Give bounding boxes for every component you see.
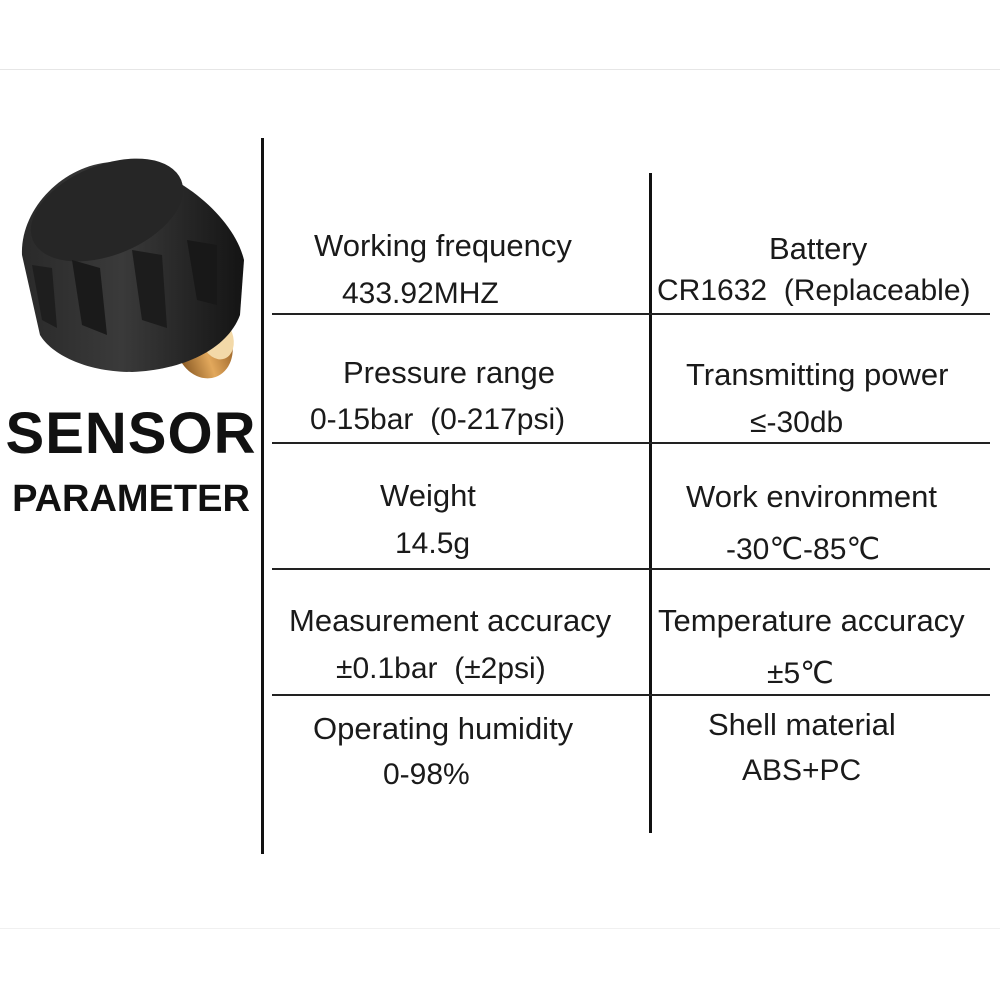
bottom-divider — [0, 928, 1000, 929]
table-left-border — [261, 138, 264, 854]
param-value-shell-material: ABS+PC — [742, 754, 862, 787]
param-label-work-environment: Work environment — [686, 479, 937, 514]
param-label-temperature-accuracy: Temperature accuracy — [658, 603, 965, 638]
title-parameter: PARAMETER — [12, 478, 250, 520]
param-label-weight: Weight — [380, 478, 476, 513]
param-value-measurement-accuracy: ±0.1bar (±2psi) — [336, 652, 546, 685]
table-column-divider — [649, 173, 652, 833]
row-divider — [272, 568, 990, 570]
param-label-working-frequency: Working frequency — [314, 228, 572, 263]
top-divider — [0, 69, 1000, 70]
param-value-weight: 14.5g — [395, 527, 471, 560]
param-value-working-frequency: 433.92MHZ — [342, 277, 499, 310]
tpms-sensor-image — [21, 158, 244, 379]
param-label-operating-humidity: Operating humidity — [313, 711, 574, 746]
row-divider — [272, 442, 990, 444]
param-value-pressure-range: 0-15bar (0-217psi) — [310, 403, 566, 436]
param-value-battery: CR1632 (Replaceable) — [657, 274, 971, 307]
param-label-battery: Battery — [769, 231, 868, 266]
row-divider — [272, 313, 990, 315]
title-sensor: SENSOR — [5, 401, 257, 466]
param-label-shell-material: Shell material — [708, 707, 896, 742]
param-label-measurement-accuracy: Measurement accuracy — [289, 603, 612, 638]
param-value-temperature-accuracy: ±5℃ — [767, 657, 834, 690]
param-value-transmitting-power: ≤-30db — [750, 406, 844, 439]
row-divider — [272, 694, 990, 696]
param-label-pressure-range: Pressure range — [343, 355, 555, 390]
param-value-operating-humidity: 0-98% — [383, 758, 470, 791]
param-value-work-environment: -30℃-85℃ — [726, 533, 881, 566]
param-label-transmitting-power: Transmitting power — [686, 357, 949, 392]
